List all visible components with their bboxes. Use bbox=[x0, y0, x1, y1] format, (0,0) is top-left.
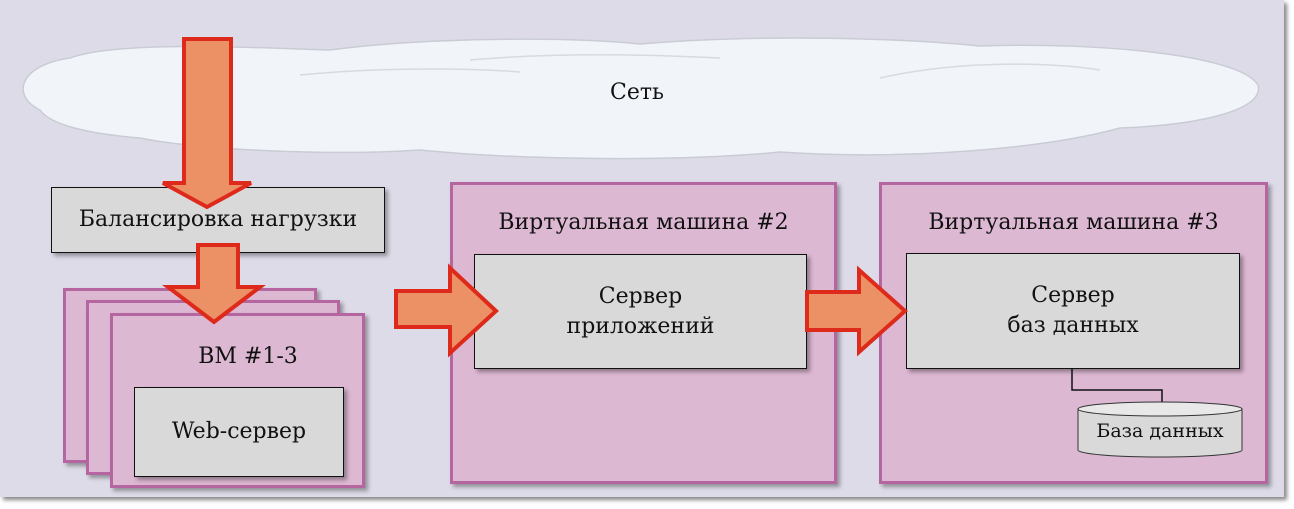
network-label: Сеть bbox=[609, 80, 664, 105]
vm3-title: Виртуальная машина #3 bbox=[928, 210, 1219, 235]
vm-group-box: ВМ #1-3 Web-сервер bbox=[110, 313, 365, 488]
vm-group-title: ВМ #1-3 bbox=[198, 344, 298, 369]
vm2-title: Виртуальная машина #2 bbox=[498, 210, 789, 235]
web-server-label: Web-сервер bbox=[171, 419, 307, 444]
arrow-right-to-vm3-icon bbox=[805, 265, 909, 357]
arrow-down-network-icon bbox=[162, 37, 252, 210]
vm3-box: Виртуальная машина #3 Сервер баз данных bbox=[879, 182, 1268, 484]
database-cylinder-icon bbox=[1077, 401, 1243, 458]
load-balancer-label: Балансировка нагрузки bbox=[78, 207, 358, 232]
db-server-box: Сервер баз данных bbox=[906, 253, 1240, 369]
app-server-line2: приложений bbox=[566, 313, 715, 339]
arrow-right-to-vm2-icon bbox=[394, 263, 499, 358]
db-server-line2: баз данных bbox=[1007, 313, 1139, 338]
arrow-down-balancer-icon bbox=[162, 243, 266, 325]
app-server-line1: Сервер bbox=[598, 283, 683, 309]
app-server-box: Сервер приложений bbox=[474, 254, 807, 369]
web-server-box: Web-сервер bbox=[134, 387, 344, 477]
database-label: База данных bbox=[1096, 420, 1224, 442]
network-cloud bbox=[22, 37, 1260, 160]
db-connector-line bbox=[1071, 368, 1163, 404]
db-server-line1: Сервер bbox=[1031, 283, 1115, 308]
vm2-box: Виртуальная машина #2 Сервер приложений bbox=[450, 182, 837, 484]
